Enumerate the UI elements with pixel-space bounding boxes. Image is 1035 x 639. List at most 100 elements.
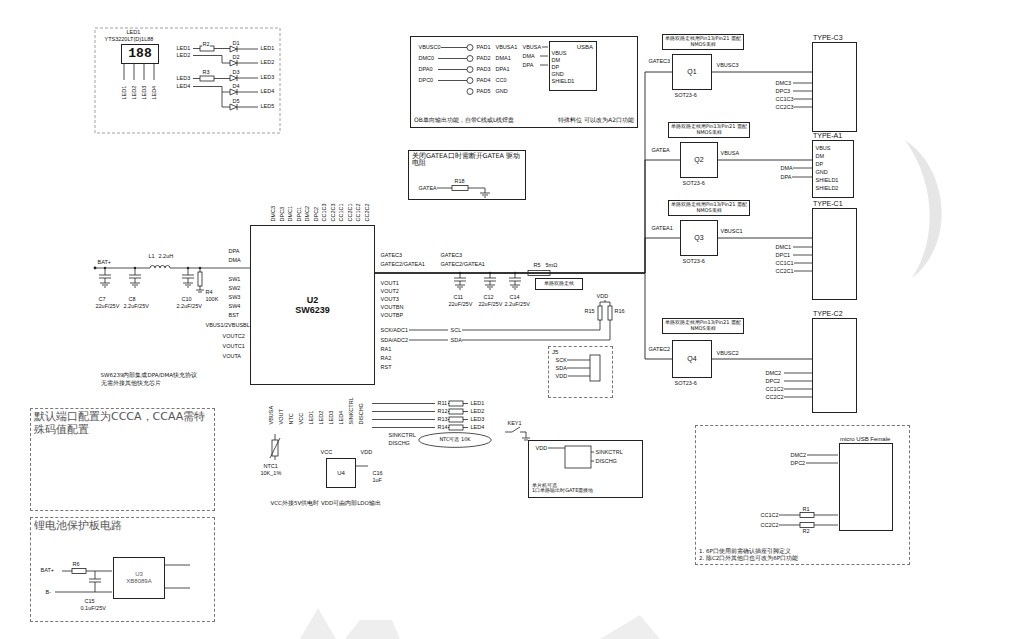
net-label: GND [815, 169, 828, 175]
net-label: GATEC2 [648, 346, 671, 352]
wire-connector [712, 359, 812, 360]
net-label: VBUS [815, 145, 831, 151]
net-label: VOUTC2 [222, 333, 245, 339]
net-label: R13 [437, 416, 448, 422]
net-label: DMA [228, 257, 241, 263]
junction-dot [199, 267, 201, 269]
led-resistor-wires [372, 404, 468, 428]
dashed-frame: 锂电池保护板电路U3XB8089A [30, 517, 215, 622]
net-label: GATEA1 [651, 225, 673, 231]
net-label: R15 [584, 308, 595, 314]
led-panel-frame [95, 28, 280, 133]
node-text: 默认端口配置为CCCA，CCAA需特殊码值配置 [34, 411, 211, 436]
net-label: 2.2uF/25V [123, 303, 149, 309]
net-label: NTC [288, 413, 294, 425]
net-label: CC1C3 [775, 96, 794, 102]
resistor-symbol [449, 401, 463, 406]
ic-symbol [565, 446, 591, 468]
gatea-wires [436, 188, 490, 197]
net-label: NTC1 [263, 463, 278, 469]
resistor-symbol [449, 409, 463, 414]
net-label: R2 [802, 528, 810, 534]
net-label: SCK [555, 357, 567, 363]
mosfet: Q2 [680, 142, 718, 178]
pad-symbol [467, 45, 473, 51]
net-label: VCC外接5V供电时 VDD可由内部LDO输出 [270, 500, 381, 506]
net-label: 0.1uF/25V [80, 605, 106, 611]
net-label: GATEC3 [440, 252, 463, 258]
junction-dot [187, 267, 189, 269]
net-label: 2.2uH [158, 253, 174, 259]
dashed-note: 默认端口配置为CCCA，CCAA需特殊码值配置 [30, 408, 215, 511]
typec-connector: TYPE-C1 [812, 208, 857, 300]
net-label: SINKCTRL [348, 397, 354, 425]
net-label: R18 [454, 178, 465, 184]
ntc-symbol [272, 440, 278, 456]
net-label: CC1C2 [355, 203, 361, 222]
net-label: VOUTC1 [222, 343, 245, 349]
net-label: VOUT1 [380, 280, 399, 286]
node-text: TYPE-C3 [813, 34, 843, 43]
net-label: CC0 [495, 77, 507, 83]
net-label: DPC2 [790, 460, 806, 466]
net-label: LED1 [260, 45, 275, 51]
net-label: PAD3 [476, 66, 491, 72]
net-label: C14 [509, 294, 520, 300]
watermark-shape [300, 608, 660, 639]
net-label: BAT+ [40, 567, 55, 573]
mosfet: Q4 [672, 340, 712, 378]
net-label: C7 [98, 296, 106, 302]
net-label: VBUSA1 [495, 44, 518, 50]
net-label: VOUTA [222, 353, 242, 359]
node-text: Q4 [687, 355, 696, 363]
net-label: C12 [483, 294, 494, 300]
net-label: C16 [372, 470, 383, 476]
mosfet: Q3 [680, 220, 718, 256]
net-label: VOUT3 [380, 296, 399, 302]
net-label: DPC2 [765, 378, 781, 384]
net-label: 5mΩ [545, 262, 558, 268]
net-label: DPC1 [775, 252, 791, 258]
net-label: VBUS [551, 50, 567, 56]
net-label: SOT23-6 [682, 258, 705, 264]
net-label: 22uF/25V [478, 301, 503, 307]
net-label: C11 [453, 294, 464, 300]
net-label: VBUSC2 [716, 350, 739, 356]
net-label: SOT23-6 [674, 92, 697, 98]
net-label: DMA [780, 165, 793, 171]
net-label: VBUSC0 [418, 44, 441, 50]
header-symbol [590, 355, 600, 381]
net-label: CC2C1 [775, 268, 794, 274]
ntc-note: NTC可选 10K [418, 432, 492, 448]
net-label: R12 [437, 408, 448, 414]
net-label: C10 [181, 296, 192, 302]
net-label: SOT23-6 [674, 380, 697, 386]
net-label: DP [551, 64, 560, 70]
node-text: 2. 除C2口外其他口也可改为6P口功能 [699, 555, 906, 561]
net-label: VCC [298, 412, 304, 425]
ldo-chip: U4 [326, 458, 356, 488]
net-label: VBUSA [522, 44, 542, 50]
net-label: DPC3 [279, 206, 285, 222]
net-label: GATEA [651, 147, 670, 153]
net-label: D4 [232, 83, 240, 89]
net-label: VCC [320, 449, 333, 455]
annotation-box: 单路双路走线用Pin13/Pin21 需配NMOS采样 [668, 200, 750, 216]
net-label: D1 [232, 40, 240, 46]
resistor-symbol [598, 306, 602, 320]
net-label: LED3 [141, 85, 147, 100]
net-label: DMC3 [775, 80, 792, 86]
node-text: 单路双路走线用Pin13/Pin21 需配NMOS采样 [664, 320, 742, 332]
net-label: DPA [522, 62, 534, 68]
net-label: SINKCTRL [388, 432, 416, 438]
net-label: VOUTBP [380, 312, 404, 318]
net-label: DPA [780, 174, 792, 180]
net-label: 10K_1% [260, 470, 282, 476]
node-text: 单路双路走线用Pin13/Pin21 需配NMOS采样 [670, 202, 748, 214]
connector-wires [784, 83, 812, 397]
net-label: LED3 [260, 74, 275, 80]
note-box: 关闭GATEA口时需断开GATEA 驱动电阻 [408, 150, 526, 200]
resistor-symbol [608, 306, 612, 320]
net-label: VOUT [278, 409, 284, 425]
